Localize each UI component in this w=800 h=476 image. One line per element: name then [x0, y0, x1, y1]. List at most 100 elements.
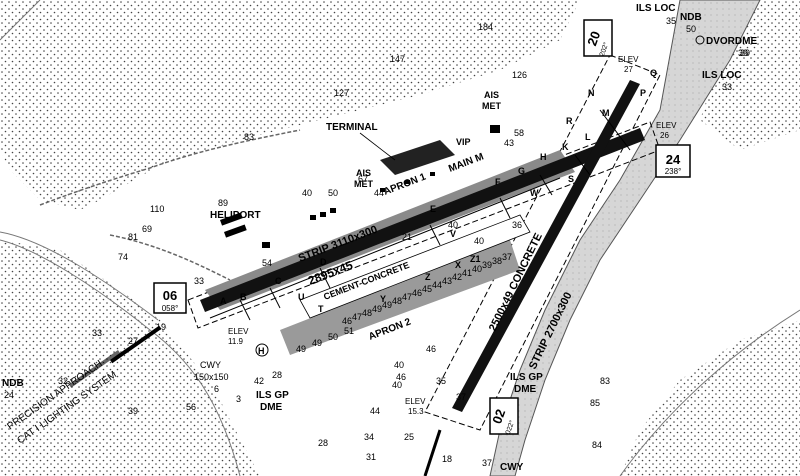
heliport-buildings: [219, 212, 270, 248]
apron1-stands: [310, 125, 500, 220]
terminal-label: TERMINAL: [326, 122, 378, 133]
taxiway-network: [209, 109, 631, 321]
terrain-left: [0, 240, 260, 476]
obstacle-7: 40: [302, 188, 312, 198]
rwy06-box: 06 058°: [153, 282, 187, 314]
rwy20-elev-label: ELEV: [618, 55, 639, 64]
helipad-h-icon: H: [258, 346, 265, 356]
stand-apron2-5: 47: [352, 312, 362, 322]
dvordme-icon: [695, 35, 705, 45]
rwy20-box: 20 202°: [583, 19, 613, 57]
rwy02-designator: 02: [489, 407, 508, 426]
obstacle-46: 44: [374, 188, 384, 198]
taxiway-z1: Z1: [470, 254, 481, 264]
main-runway: [200, 128, 645, 312]
obstacle-35: 44: [370, 406, 380, 416]
ils-gp-dme-1a: ILS GP: [256, 390, 289, 401]
taxiway-r: R: [566, 116, 573, 126]
obstacle-33: 83: [600, 376, 610, 386]
stand-apron2-2: 50: [328, 332, 338, 342]
taxiway-y: Y: [380, 294, 386, 304]
taxiway-v: V: [450, 229, 456, 239]
obstacle-47: 54: [262, 258, 272, 268]
obstacle-29: 3: [236, 394, 241, 404]
road-northwest: [0, 0, 41, 41]
ils-gp-dme-1b: DME: [260, 402, 283, 413]
rwy24-elev-label: ELEV: [656, 121, 677, 130]
ais-met-top-1: AIS: [484, 90, 499, 100]
approach-lighting-dots: [68, 325, 162, 388]
stand-apron2-15: 42: [452, 272, 462, 282]
cross-runway: [452, 80, 640, 412]
ils-gp-dme-2b: DME: [514, 384, 537, 395]
ils-loc-e-label: ILS LOC: [702, 70, 741, 81]
obstacle-6: 110: [150, 204, 164, 214]
stand-apron1-1: 40: [474, 236, 484, 246]
obstacle-17: 33: [92, 328, 102, 338]
obstacle-27: 42: [254, 376, 264, 386]
taxiway-n: N: [588, 88, 595, 98]
helipad-icon: [255, 343, 269, 357]
vip-label: VIP: [456, 137, 471, 147]
taxiway-h: H: [540, 152, 547, 162]
stand-apron2-0: 49: [296, 344, 306, 354]
obstacle-19: 32: [58, 376, 68, 386]
obstacle-20: 39: [128, 406, 138, 416]
taxiway-s: S: [568, 174, 574, 184]
apron2-area: [280, 240, 520, 355]
stand-apron2-3: 51: [344, 326, 354, 336]
obstacle-15: 39: [738, 48, 748, 58]
rwy24-bearing: 238°: [665, 167, 682, 176]
taxiway-e: E: [430, 204, 436, 214]
road-west: [0, 239, 241, 476]
rwy20-elev: 27: [624, 65, 633, 74]
obstacle-28: 28: [272, 370, 282, 380]
road-east: [619, 309, 800, 476]
obstacle-40: 28: [318, 438, 328, 448]
taxiway-w: W: [530, 188, 539, 198]
stand-apron2-20: 37: [502, 252, 512, 262]
obstacle-26: 37: [456, 392, 466, 402]
rwy06-cwy: CWY: [200, 360, 221, 370]
obstacle-11: 74: [118, 252, 128, 262]
obstacle-43: 58: [514, 128, 524, 138]
taxiway-p: P: [640, 88, 646, 98]
stand-apron1-0: 21: [402, 232, 412, 242]
rwy02-box: 02 022°: [489, 397, 519, 435]
ndb-w-elev: 24: [4, 390, 14, 400]
stand-apron2-13: 44: [432, 280, 442, 290]
obstacle-42: 40: [448, 220, 458, 230]
ils-loc-ne-label: ILS LOC: [636, 3, 675, 14]
obstacle-14: 50: [686, 24, 696, 34]
ais-met-bottom-2: MET: [354, 179, 374, 189]
road-west-2: [0, 231, 159, 321]
obstacle-21: 56: [186, 402, 196, 412]
rwy20-designator: 20: [584, 29, 603, 48]
stand-apron2-10: 47: [402, 292, 412, 302]
obstacle-2: 126: [512, 70, 527, 80]
rwy02-elev-label: ELEV: [405, 397, 426, 406]
taxiway-q: Q: [650, 68, 657, 78]
obstacle-36: 31: [366, 452, 376, 462]
terminal-apron: [380, 140, 455, 175]
rwy24-elev: 26: [660, 131, 669, 140]
stand-apron2-14: 43: [442, 276, 452, 286]
dvordme-label: DVORDME: [706, 36, 757, 47]
obstacle-13: 35: [666, 16, 676, 26]
obstacle-38: 18: [442, 454, 452, 464]
rwy06-elev: 11.9: [228, 337, 244, 346]
terrain-right-bottom: [620, 320, 800, 476]
rwy06-designator: 06: [163, 288, 177, 303]
ais-met-bottom-1: AIS: [356, 168, 371, 178]
dvordme-elev: 39: [740, 48, 750, 58]
stand-apron1-2: 36: [512, 220, 522, 230]
railway-north: [39, 129, 301, 206]
taxiway-b: B: [240, 292, 247, 302]
ils-gp-dme-2a: ILS GP: [510, 372, 543, 383]
obstacle-31: 85: [590, 398, 600, 408]
stand-apron2-4: 46: [342, 316, 352, 326]
obstacle-1: 147: [390, 54, 405, 64]
ndb-ne-label: NDB: [680, 12, 702, 23]
